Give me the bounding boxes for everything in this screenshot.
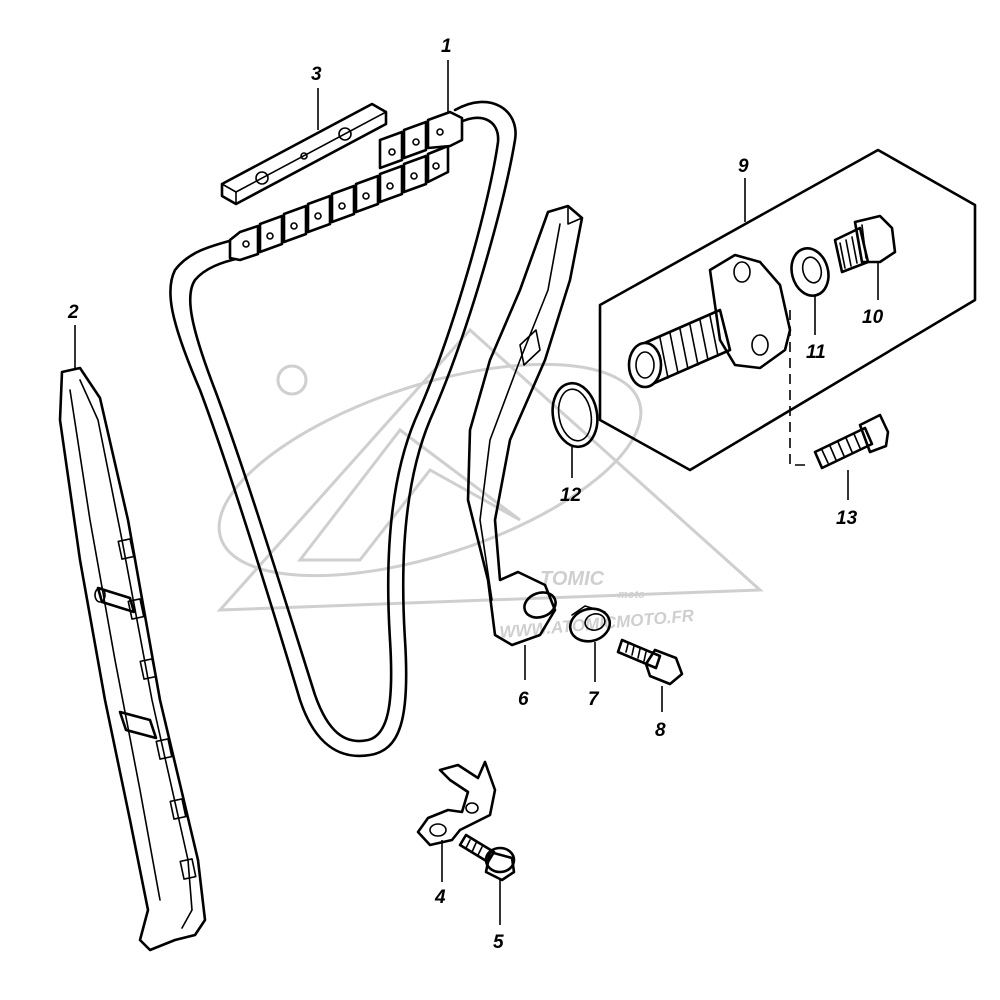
leader-lines (74, 60, 879, 925)
watermark-url: WWW.ATOMICMOTO.FR (499, 606, 696, 642)
part-plug-bolt (833, 214, 897, 274)
watermark-sub: moto (618, 589, 645, 601)
callout-7: 7 (588, 689, 600, 710)
part-chain-guide-left (58, 366, 207, 952)
part-cam-chain (169, 100, 517, 758)
callout-labels: 1 2 3 4 5 6 7 8 9 10 11 12 13 (67, 36, 884, 953)
watermark-dot (276, 364, 308, 396)
callout-8: 8 (655, 720, 666, 741)
assembly-dashed-line (789, 310, 810, 466)
callout-1: 1 (441, 36, 452, 57)
callout-2: 2 (67, 302, 79, 323)
part-washer (790, 247, 830, 297)
part-collar (568, 605, 612, 643)
callout-10: 10 (862, 307, 884, 328)
watermark-brand: TOMIC (540, 568, 605, 590)
part-bolt-13 (813, 413, 890, 470)
callout-11: 11 (806, 342, 826, 363)
callout-12: 12 (560, 485, 582, 506)
callout-13: 13 (836, 508, 858, 529)
part-tensioner-arm (466, 204, 584, 647)
part-o-ring (551, 381, 599, 449)
callout-9: 9 (738, 156, 749, 177)
part-bolt-8 (616, 638, 684, 686)
chain-link-plates (228, 110, 464, 262)
part-bolt-5 (458, 833, 516, 882)
callout-3: 3 (311, 64, 322, 85)
callout-5: 5 (493, 932, 504, 953)
part-chain-guide-top (220, 102, 388, 206)
part-bracket (416, 760, 497, 847)
callout-6: 6 (518, 689, 529, 710)
callout-4: 4 (434, 887, 446, 908)
part-tensioner-assembly-box (598, 148, 977, 472)
watermark-inner-shape (296, 427, 521, 562)
watermark: TOMIC moto WWW.ATOMICMOTO.FR (216, 327, 764, 642)
watermark-orbit (217, 362, 643, 578)
